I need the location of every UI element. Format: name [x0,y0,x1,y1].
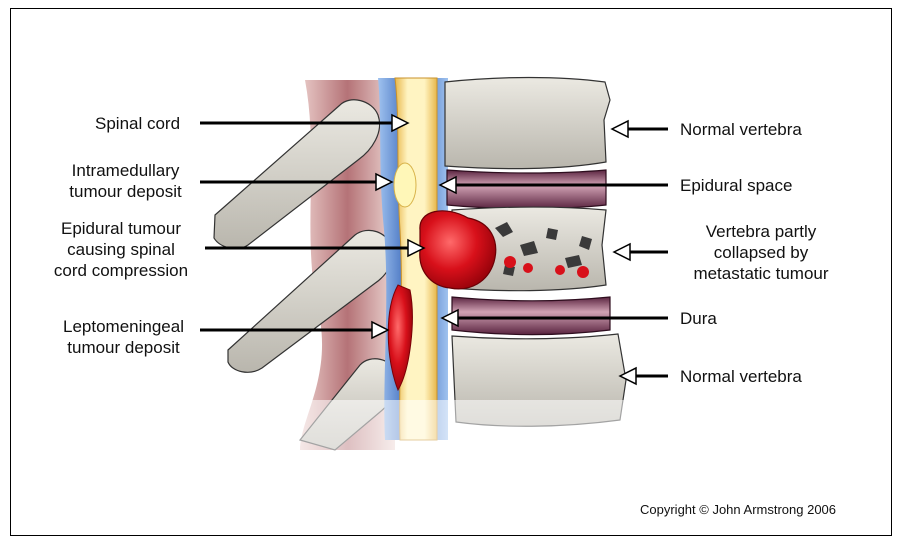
label-dura: Dura [680,308,717,329]
intramedullary-deposit [394,163,416,207]
label-collapsed-line2: collapsed by [672,242,850,263]
label-epidural-line1: Epidural tumour [46,218,196,239]
label-intramedullary-line2: tumour deposit [58,181,193,202]
label-normal-vertebra-top: Normal vertebra [680,119,802,140]
label-collapsed-line1: Vertebra partly [672,221,850,242]
label-normal-vertebra-bottom: Normal vertebra [680,366,802,387]
bottom-fade [250,400,670,470]
label-lepto-line1: Leptomeningeal [56,316,191,337]
label-epidural-line3: cord compression [46,260,196,281]
disc-lower [452,297,610,335]
label-intramedullary-line1: Intramedullary [58,160,193,181]
label-leptomeningeal: Leptomeningeal tumour deposit [56,316,191,358]
label-intramedullary: Intramedullary tumour deposit [58,160,193,202]
label-epidural-line2: causing spinal [46,239,196,260]
label-epidural-space: Epidural space [680,175,792,196]
label-epidural-tumour: Epidural tumour causing spinal cord comp… [46,218,196,281]
vertebra-top [445,78,610,169]
label-lepto-line2: tumour deposit [56,337,191,358]
label-collapsed-line3: metastatic tumour [672,263,850,284]
copyright-notice: Copyright © John Armstrong 2006 [640,502,836,517]
disc-upper [447,170,606,209]
label-spinal-cord: Spinal cord [95,113,180,134]
label-vertebra-collapsed: Vertebra partly collapsed by metastatic … [672,221,850,284]
